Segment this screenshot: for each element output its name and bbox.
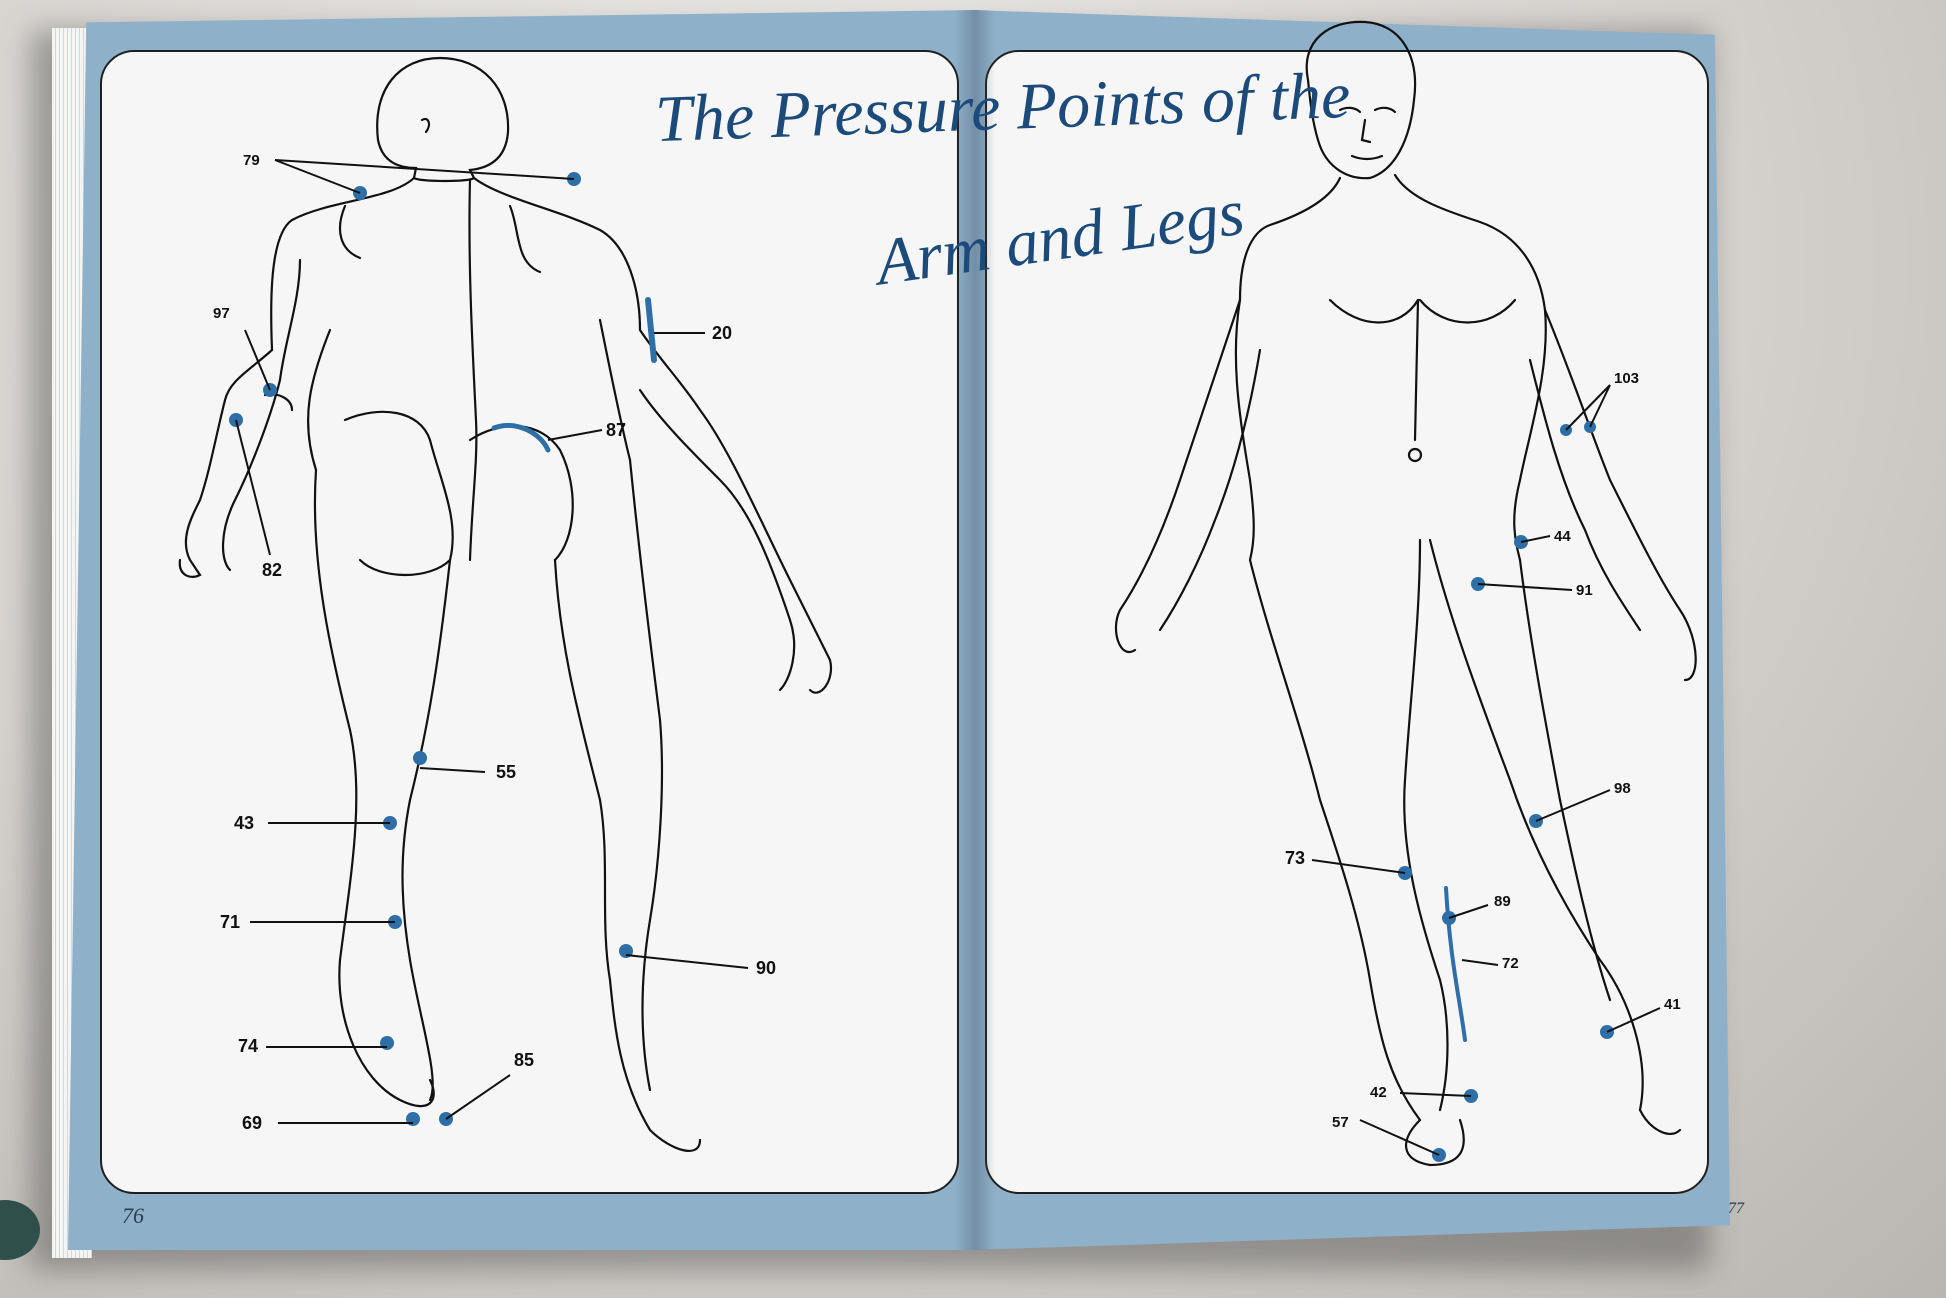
back-figure (180, 58, 831, 1151)
callout-91: 91 (1576, 582, 1593, 599)
callout-43: 43 (234, 813, 254, 834)
callout-85: 85 (514, 1050, 534, 1071)
callout-82: 82 (262, 560, 282, 581)
leader-lines (236, 160, 1660, 1155)
callout-57: 57 (1332, 1114, 1349, 1131)
callout-55: 55 (496, 762, 516, 783)
callout-97: 97 (213, 305, 230, 322)
callout-69: 69 (242, 1113, 262, 1134)
callout-73: 73 (1285, 848, 1305, 869)
pressure-lines (494, 300, 1465, 1040)
page-number-right: 77 (1728, 1200, 1744, 1218)
callout-103: 103 (1614, 370, 1639, 387)
callout-72: 72 (1502, 955, 1519, 972)
callout-20: 20 (712, 323, 732, 344)
callout-41: 41 (1664, 996, 1681, 1013)
callout-74: 74 (238, 1036, 258, 1057)
callout-90: 90 (756, 958, 776, 979)
callout-98: 98 (1614, 780, 1631, 797)
callout-89: 89 (1494, 893, 1511, 910)
callout-71: 71 (220, 912, 240, 933)
callout-42: 42 (1370, 1084, 1387, 1101)
callout-87: 87 (606, 420, 626, 441)
callout-79: 79 (243, 152, 260, 169)
page-number-left: 76 (122, 1203, 144, 1229)
callout-44: 44 (1554, 528, 1571, 545)
